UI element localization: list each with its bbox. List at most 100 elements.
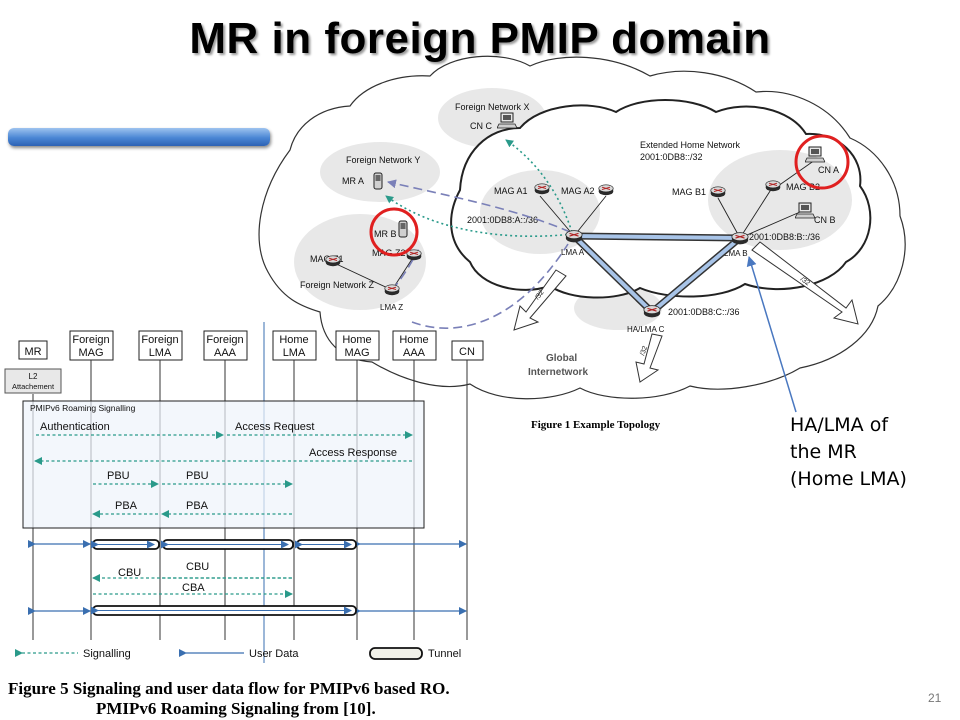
mr-b-highlight-circle: [369, 207, 419, 257]
label-ha-lma-c: HA/LMA C: [627, 325, 665, 334]
label-global: Global: [546, 353, 577, 364]
entity-label-foreign-mag-2: MAG: [78, 347, 103, 359]
label-extended-home-network: Extended Home Network: [640, 140, 741, 150]
tunnels: [91, 539, 357, 616]
mr-b-phone-icon: [398, 220, 408, 238]
title-accent-bar: [8, 128, 270, 146]
route-label-2: /32: [799, 276, 811, 287]
figure5-caption: Figure 5 Signaling and user data flow fo…: [8, 679, 508, 719]
mag-b2-router-icon: [765, 180, 781, 192]
entity-label-foreign-lma-1: Foreign: [141, 334, 178, 346]
entity-box-foreign-mag: [69, 330, 114, 361]
mag-a2-router-icon: [598, 184, 614, 196]
label-cn-a: CN A: [818, 165, 839, 175]
sequence-legend: Signalling User Data Tunnel: [15, 647, 461, 660]
teal-dotted-paths: [385, 139, 573, 237]
mag-z1-router-icon: [325, 255, 341, 267]
legend-tunnel-shape: [369, 647, 423, 660]
callout-line-2: the MR: [790, 441, 857, 463]
entity-box-home-aaa: [392, 330, 437, 361]
topology-figure: Foreign Network X CN C Foreign Network Y…: [258, 55, 906, 413]
label-cn-b: CN B: [814, 215, 836, 225]
cn-a-highlight-circle: [794, 134, 850, 190]
figure5-caption-line-1: Figure 5 Signaling and user data flow fo…: [8, 679, 450, 698]
sequence-figure: MR Foreign MAG Foreign LMA Foreign AAA H…: [4, 322, 484, 663]
msg-authentication-label: Authentication: [40, 421, 110, 433]
msg-cbu-2-label: CBU: [186, 561, 209, 573]
entity-label-foreign-aaa-2: AAA: [214, 347, 237, 359]
legend-user-data-label: User Data: [249, 648, 299, 660]
lma-triangle: [570, 232, 744, 316]
callout-line-1: HA/LMA of: [790, 414, 889, 436]
entity-label-mr: MR: [24, 346, 41, 358]
msg-access-response-label: Access Response: [309, 447, 397, 459]
route-label-1: /32: [534, 289, 546, 301]
legend-tunnel-label: Tunnel: [428, 648, 461, 660]
label-lma-z: LMA Z: [380, 303, 403, 312]
label-prefix-b: 2001:0DB8:B::/36: [749, 232, 820, 242]
msg-pba-2-label: PBA: [186, 500, 209, 512]
mag-b1-router-icon: [710, 186, 726, 198]
label-mr-a: MR A: [342, 176, 364, 186]
label-home-prefix: 2001:0DB8::/32: [640, 152, 703, 162]
callout-text: HA/LMA of the MR (Home LMA): [790, 412, 907, 493]
mag-a1-router-icon: [534, 183, 550, 195]
lma-b-router-icon: [731, 232, 749, 245]
label-prefix-a: 2001:0DB8:A::/36: [467, 215, 538, 225]
label-mr-b: MR B: [374, 229, 397, 239]
msg-pba-1-label: PBA: [115, 500, 138, 512]
l2-attachment-box: [4, 368, 62, 394]
label-lma-b: LMA B: [724, 249, 748, 258]
label-mag-a2: MAG A2: [561, 186, 595, 196]
page-number: 21: [928, 691, 942, 705]
entity-label-home-lma-1: Home: [279, 334, 308, 346]
msg-pbu-2-label: PBU: [186, 470, 209, 482]
label-mag-b1: MAG B1: [672, 187, 706, 197]
ha-lma-c-router-icon: [643, 305, 661, 318]
label-foreign-network-x: Foreign Network X: [455, 102, 530, 112]
label-foreign-network-z: Foreign Network Z: [300, 280, 375, 290]
roaming-signalling-label: PMIPv6 Roaming Signalling: [30, 403, 136, 413]
entity-box-foreign-lma: [138, 330, 183, 361]
label-mag-a1: MAG A1: [494, 186, 528, 196]
lma-z-router-icon: [384, 284, 400, 296]
callout-arrow: [746, 256, 797, 413]
route-label-3: /32: [639, 345, 649, 357]
callout-line-3: (Home LMA): [790, 468, 907, 490]
entity-box-home-mag: [335, 330, 380, 361]
label-lma-a: LMA A: [561, 248, 585, 257]
label-prefix-c: 2001:0DB8:C::/36: [668, 307, 740, 317]
msg-cbu-1-label: CBU: [118, 567, 141, 579]
roaming-signalling-group: [22, 400, 425, 529]
entity-label-cn: CN: [459, 346, 475, 358]
label-internetwork: Internetwork: [528, 367, 588, 378]
label-mag-b2: MAG B2: [786, 182, 820, 192]
entity-label-foreign-lma-2: LMA: [149, 347, 172, 359]
topology-links: [331, 159, 816, 291]
entity-box-home-lma: [272, 330, 317, 361]
entity-box-mr: [18, 340, 48, 360]
msg-pbu-1-label: PBU: [107, 470, 130, 482]
lma-a-router-icon: [565, 230, 583, 243]
label-cn-c: CN C: [470, 121, 492, 131]
l2-label-2: Attachement: [12, 382, 55, 391]
entity-box-foreign-aaa: [203, 330, 248, 361]
slide-title: MR in foreign PMIP domain: [189, 14, 771, 63]
figure5-caption-line-2: PMIPv6 Roaming Signaling from [10].: [96, 699, 376, 718]
entity-label-home-mag-2: MAG: [344, 347, 369, 359]
msg-cba-label: CBA: [182, 582, 205, 594]
entity-label-home-lma-2: LMA: [283, 347, 306, 359]
msg-access-request-label: Access Request: [235, 421, 314, 433]
l2-label-1: L2: [29, 372, 38, 381]
entity-label-foreign-mag-1: Foreign: [72, 334, 109, 346]
legend-signalling-label: Signalling: [83, 648, 131, 660]
entity-label-foreign-aaa-1: Foreign: [206, 334, 243, 346]
figure1-caption: Figure 1 Example Topology: [531, 419, 661, 431]
label-foreign-network-y: Foreign Network Y: [346, 155, 420, 165]
entity-label-home-aaa-1: Home: [399, 334, 428, 346]
route-arrows: [513, 241, 859, 383]
entity-label-home-aaa-2: AAA: [403, 347, 426, 359]
entity-label-home-mag-1: Home: [342, 334, 371, 346]
mr-a-phone-icon: [373, 172, 383, 190]
